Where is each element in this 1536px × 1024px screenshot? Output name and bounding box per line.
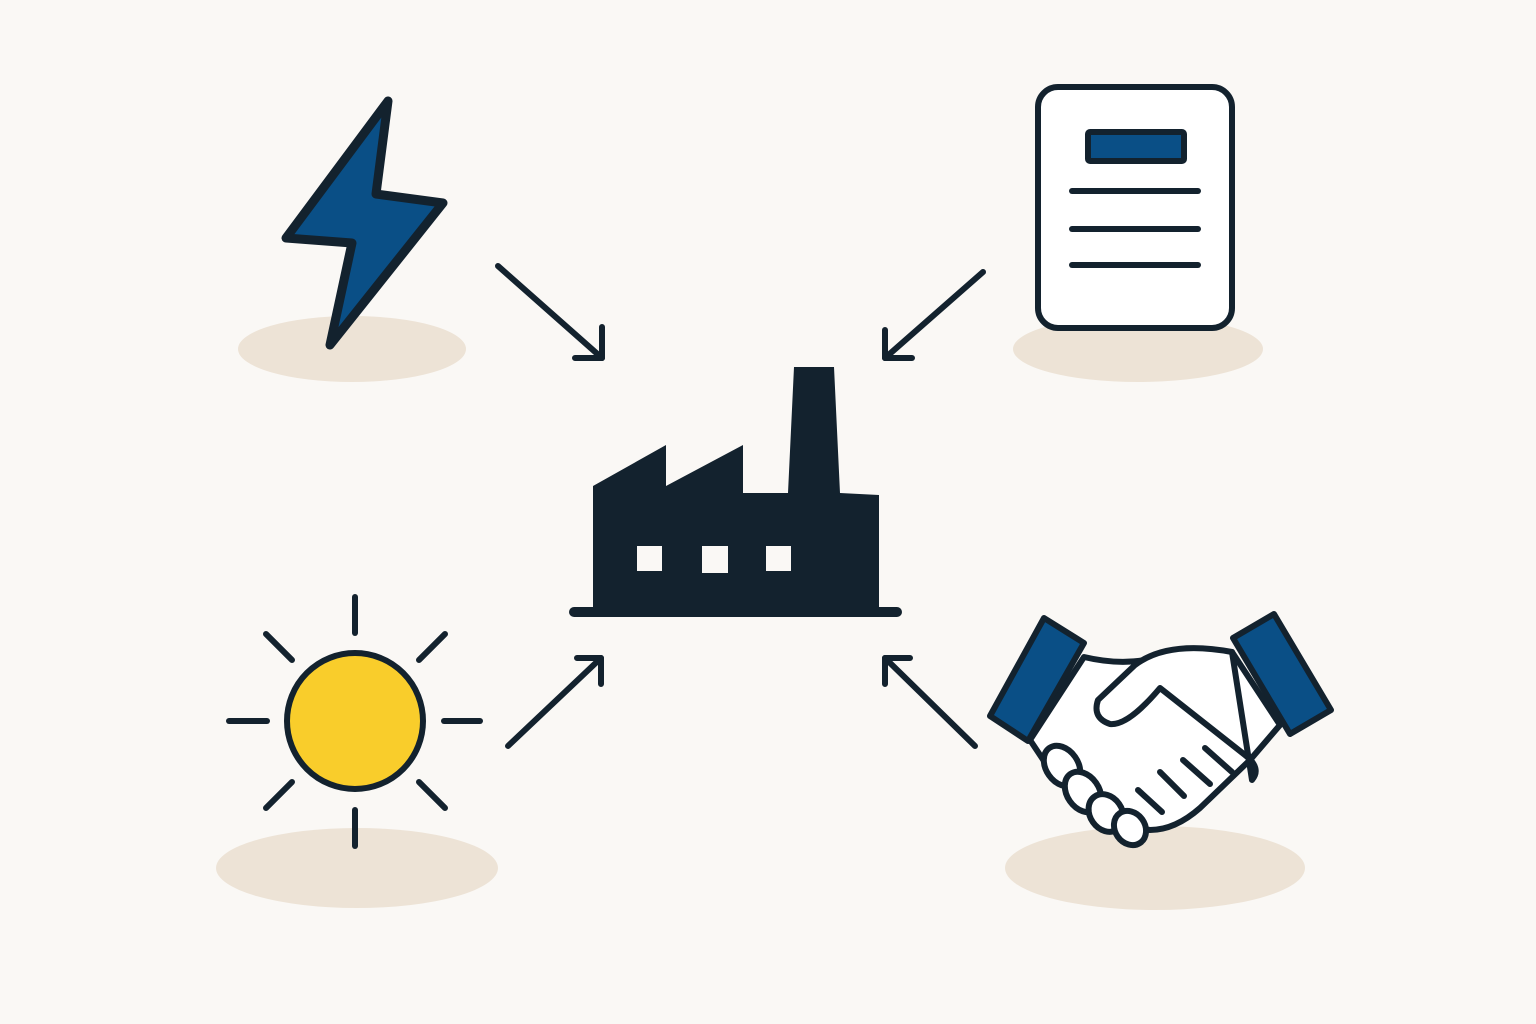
finger-creases [1135, 745, 1235, 815]
right-sleeve [1230, 611, 1334, 737]
handshake-icon [987, 611, 1334, 849]
handshake-shadow [1005, 826, 1305, 910]
document-shadow [1013, 316, 1263, 382]
fingers [1040, 742, 1150, 849]
sun-rays [226, 594, 483, 849]
arrows [495, 263, 986, 749]
arrow-sun-to-factory [505, 655, 604, 749]
ground-shadows [216, 316, 1305, 910]
arrow-handshake-to-factory [882, 655, 978, 749]
sun-shadow [216, 828, 498, 908]
arrow-document-to-factory [882, 269, 986, 361]
factory-body [593, 367, 879, 610]
lightning-bolt-icon [281, 96, 448, 350]
factory-ground-line [569, 607, 902, 617]
document-header-bar [1085, 129, 1187, 164]
document-page [1035, 84, 1235, 331]
sun-disc [284, 650, 426, 792]
factory-icon [569, 367, 902, 617]
arrow-bolt-to-factory [495, 263, 605, 361]
sun-icon [226, 594, 483, 849]
right-hand [1093, 645, 1259, 783]
bolt-shape [281, 96, 448, 350]
bolt-shadow [238, 316, 466, 382]
document-icon [1035, 84, 1235, 331]
